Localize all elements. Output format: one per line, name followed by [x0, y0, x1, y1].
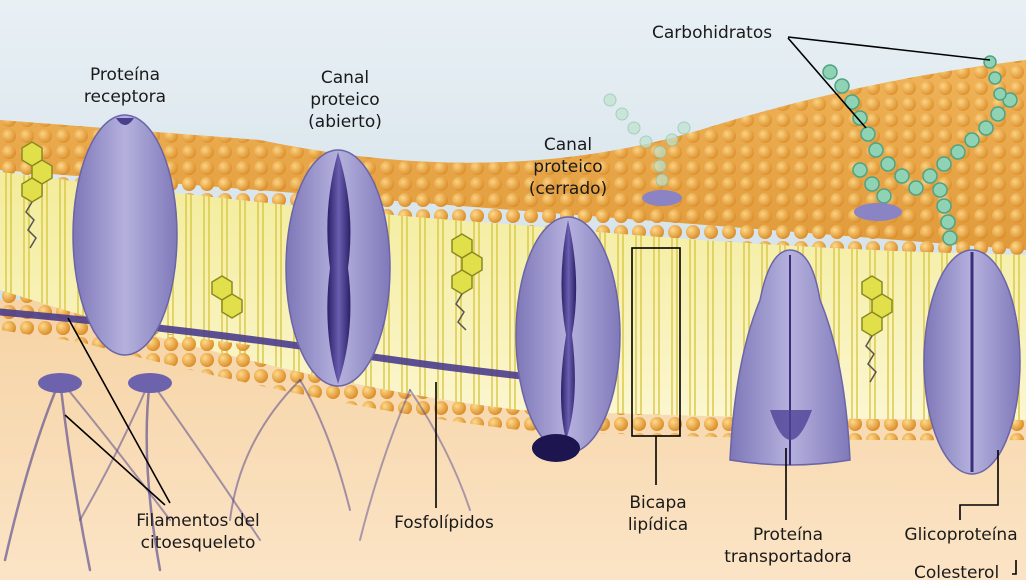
surface-protein	[642, 190, 682, 206]
label-proteina-receptora: Proteína receptora	[70, 64, 180, 108]
label-filamentos: Filamentos del citoesqueleto	[118, 510, 278, 554]
open-channel-protein	[286, 150, 390, 386]
glycoprotein	[924, 250, 1020, 474]
label-canal-cerrado: Canal proteico (cerrado)	[518, 134, 618, 200]
label-colesterol: Colesterol	[914, 562, 999, 580]
receptor-protein	[73, 115, 177, 355]
label-canal-abierto: Canal proteico (abierto)	[300, 67, 390, 133]
label-carbohidratos: Carbohidratos	[652, 22, 772, 44]
filament-anchor	[128, 373, 172, 393]
label-bicapa: Bicapa lipídica	[618, 492, 698, 536]
surface-protein	[854, 203, 902, 221]
label-glicoproteina: Glicoproteína	[898, 524, 1024, 546]
label-transportadora: Proteína transportadora	[718, 524, 858, 568]
filament-anchor	[38, 373, 82, 393]
label-fosfolipidos: Fosfolípidos	[384, 512, 504, 534]
